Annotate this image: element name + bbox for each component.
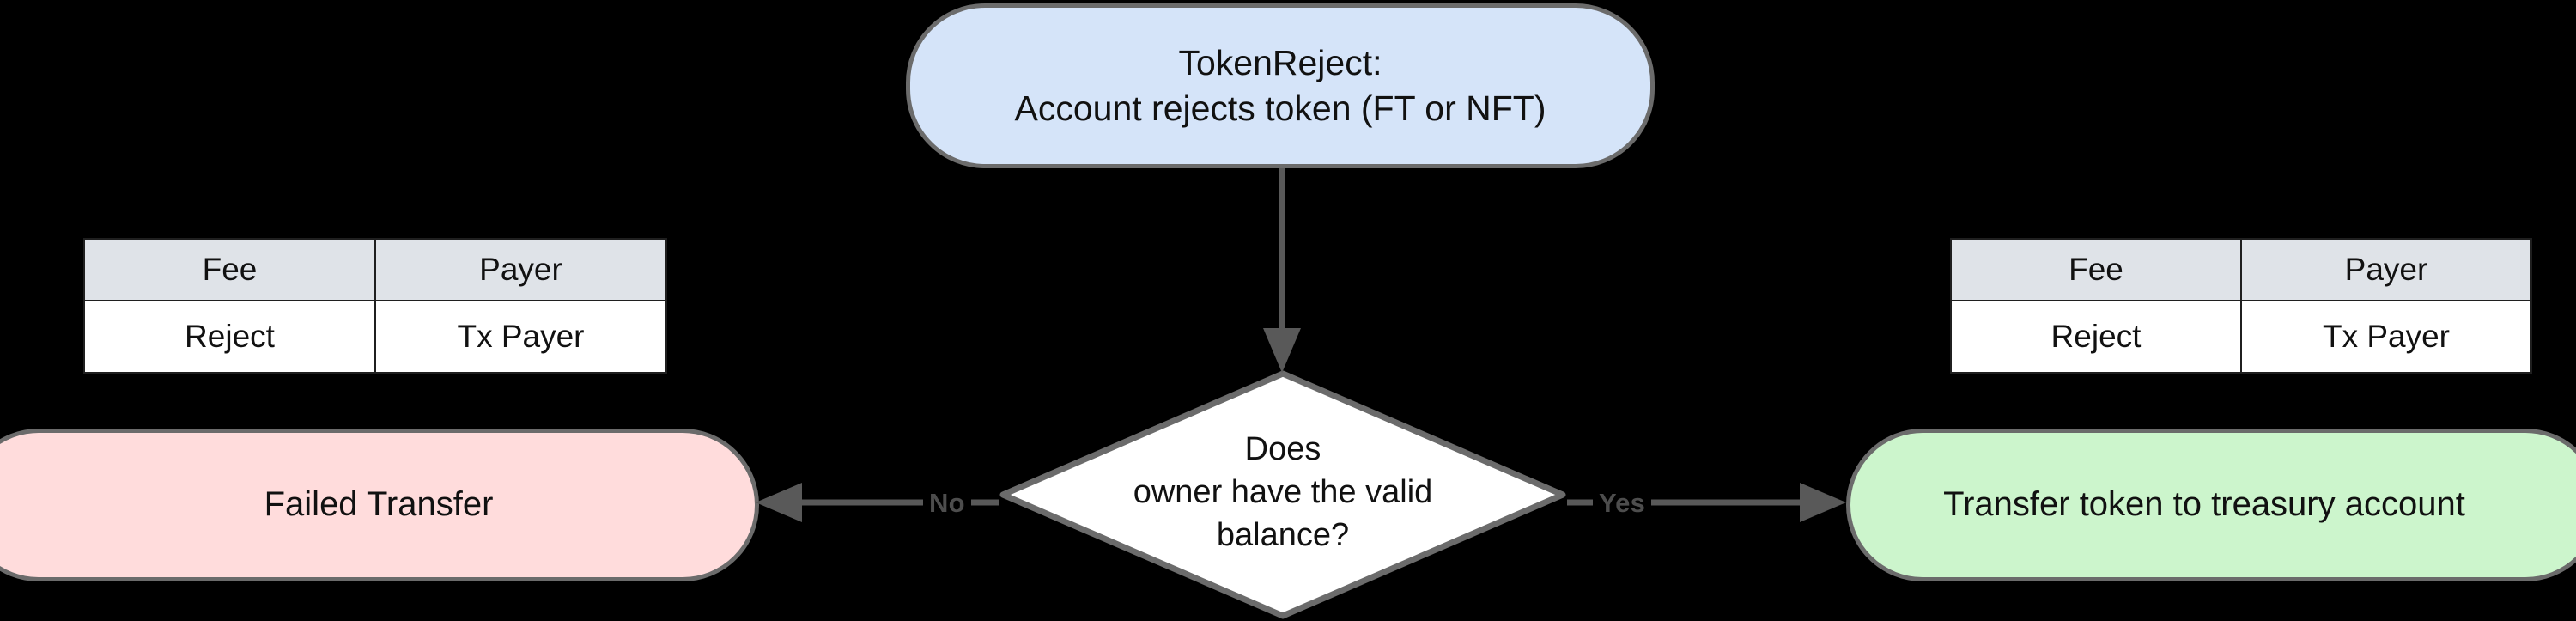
node-decision-label: Does owner have the valid balance?	[1133, 430, 1433, 554]
node-failed-transfer[interactable]: Failed Transfer	[0, 429, 759, 581]
node-tokenreject-label: TokenReject: Account rejects token (FT o…	[1014, 42, 1546, 128]
node-transfer-treasury[interactable]: Transfer token to treasury account	[1846, 429, 2576, 581]
cell-fee-value: Reject	[83, 300, 376, 374]
diamond-text-wrap: Does owner have the valid balance?	[999, 369, 1567, 620]
cell-payer-value: Tx Payer	[374, 300, 667, 374]
edge-label-no: No	[923, 490, 971, 516]
table-row: Reject Tx Payer	[83, 300, 667, 374]
cell-fee-value: Reject	[1950, 300, 2242, 374]
table-header-row: Fee Payer	[1950, 238, 2532, 301]
table-header-row: Fee Payer	[83, 238, 667, 301]
node-failed-transfer-label: Failed Transfer	[264, 485, 494, 524]
node-transfer-treasury-label: Transfer token to treasury account	[1943, 485, 2465, 524]
node-decision-valid-balance[interactable]: Does owner have the valid balance?	[999, 369, 1567, 620]
fee-table-right: Fee Payer Reject Tx Payer	[1950, 238, 2532, 374]
edge-label-yes: Yes	[1593, 490, 1652, 516]
table-row: Reject Tx Payer	[1950, 300, 2532, 374]
column-header-payer: Payer	[2240, 238, 2532, 301]
cell-payer-value: Tx Payer	[2240, 300, 2532, 374]
diamond-shape	[999, 370, 1566, 619]
node-tokenreject[interactable]: TokenReject: Account rejects token (FT o…	[906, 3, 1655, 168]
column-header-payer: Payer	[374, 238, 667, 301]
fee-table-left: Fee Payer Reject Tx Payer	[83, 238, 667, 374]
edge-start-to-decision	[1263, 168, 1301, 373]
column-header-fee: Fee	[83, 238, 376, 301]
column-header-fee: Fee	[1950, 238, 2242, 301]
